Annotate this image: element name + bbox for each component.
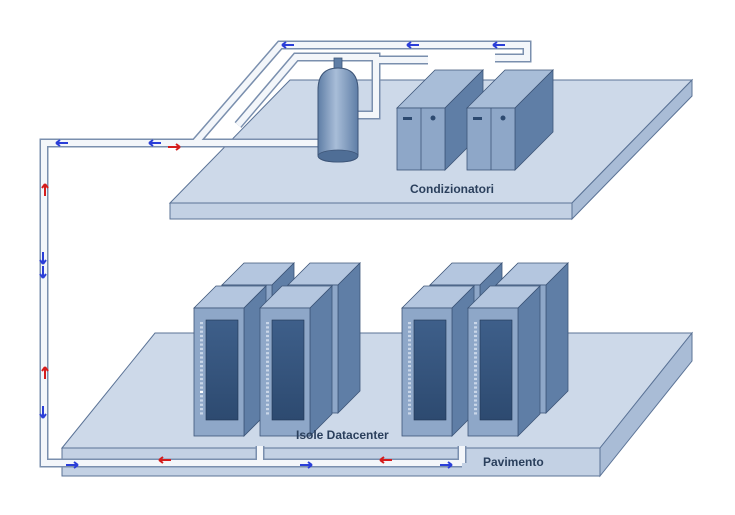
flow-arrow-icon — [41, 183, 49, 196]
server-rack-icon — [259, 285, 333, 437]
flow-arrow-icon — [158, 456, 171, 464]
flow-arrow-icon — [281, 41, 294, 49]
flow-arrows — [39, 41, 505, 469]
server-rack-icon — [467, 285, 541, 437]
server-racks — [193, 262, 569, 437]
flow-arrow-icon — [55, 139, 68, 147]
air-conditioner-icon — [466, 69, 554, 171]
air-conditioner-icon — [396, 69, 484, 171]
flow-arrow-icon — [492, 41, 505, 49]
pipe-network — [39, 40, 532, 468]
flow-arrow-icon — [66, 461, 79, 469]
upper-floor-label: Condizionatori — [410, 182, 494, 196]
lower-platform — [60, 331, 694, 478]
air-conditioner-units — [396, 69, 554, 171]
flow-arrow-icon — [168, 143, 181, 151]
upper-platform-front — [169, 202, 573, 220]
flow-arrow-icon — [39, 406, 47, 419]
flow-arrow-icon — [39, 266, 47, 279]
lower-platform-side — [599, 331, 693, 478]
flow-arrow-icon — [39, 252, 47, 265]
server-rack-icon — [193, 285, 267, 437]
flow-arrow-icon — [440, 461, 453, 469]
compressor-tank-icon — [317, 57, 359, 163]
upper-platform-side — [571, 78, 693, 221]
lower-floor-label: Isole Datacenter — [296, 428, 389, 442]
flow-arrow-icon — [406, 41, 419, 49]
flow-arrow-icon — [148, 139, 161, 147]
flow-arrow-icon — [300, 461, 313, 469]
flow-arrow-icon — [41, 366, 49, 379]
floor-label: Pavimento — [483, 455, 544, 469]
server-rack-icon — [401, 285, 475, 437]
flow-arrow-icon — [379, 456, 392, 464]
upper-platform — [168, 78, 694, 221]
